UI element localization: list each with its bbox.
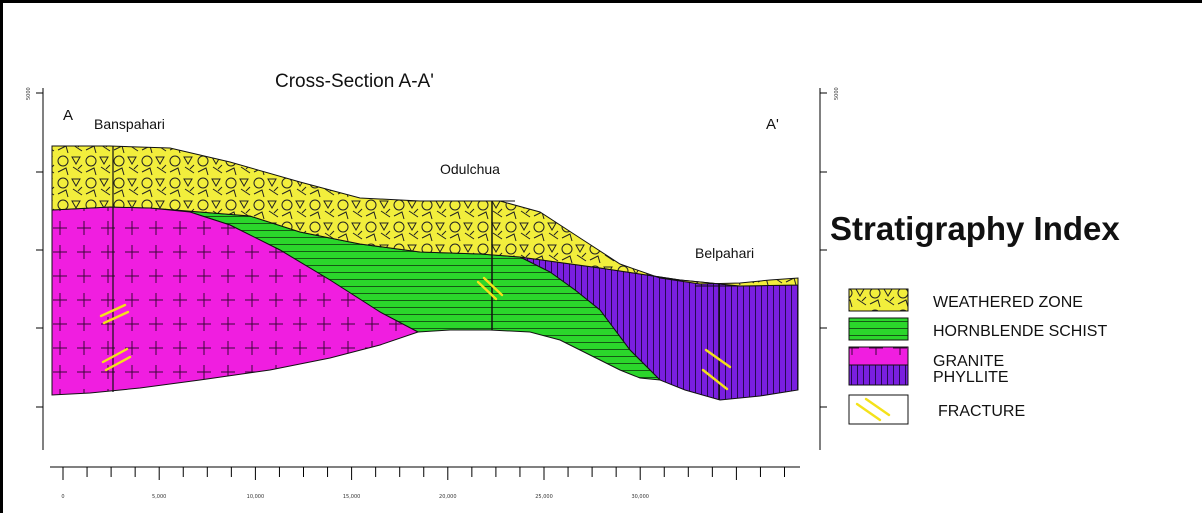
left-axis-value: 5000 xyxy=(26,87,32,100)
boreholes xyxy=(112,146,745,400)
legend-label-fracture: FRACTURE xyxy=(938,403,1025,420)
distance-axis-label: 30,000 xyxy=(631,494,649,500)
distance-axis-label: 5,000 xyxy=(152,494,166,500)
distance-axis-label: 0 xyxy=(61,494,64,500)
legend-label-granite: GRANITE xyxy=(933,353,1004,370)
legend-swatch-hornblende-schist xyxy=(848,317,909,341)
section-title: Cross-Section A-A' xyxy=(275,71,434,92)
strata-layers xyxy=(51,145,799,401)
fracture-icon xyxy=(855,397,891,422)
legend-swatch-weathered-zone xyxy=(848,288,909,312)
place-label-belpahari: Belpahari xyxy=(695,245,754,261)
distance-axis-label: 25,000 xyxy=(535,494,553,500)
distance-axis-label: 15,000 xyxy=(343,494,361,500)
right-vertical-axis: 5000 xyxy=(819,87,840,450)
place-label-odulchua: Odulchua xyxy=(440,161,500,177)
layer-weathered-zone xyxy=(51,145,799,287)
place-label-banspahari: Banspahari xyxy=(94,116,165,132)
legend-swatch-phyllite xyxy=(848,364,909,386)
left-vertical-axis: 5000 xyxy=(26,87,44,450)
legend-label-hornblende-schist: HORNBLENDE SCHIST xyxy=(933,323,1107,340)
fracture-mark xyxy=(701,348,732,391)
distance-axis-label: 10,000 xyxy=(247,494,265,500)
layer-granite xyxy=(51,206,420,396)
distance-axis: 0 5,000 10,000 15,000 20,000 25,000 30,000 xyxy=(50,466,800,500)
fracture-mark xyxy=(101,347,132,372)
legend-title: Stratigraphy Index xyxy=(830,210,1120,247)
fracture-mark xyxy=(476,276,504,301)
distance-axis-label: 20,000 xyxy=(439,494,457,500)
legend-label-phyllite: PHYLLITE xyxy=(933,369,1009,386)
right-axis-value: 5000 xyxy=(834,87,840,100)
legend-label-weathered-zone: WEATHERED ZONE xyxy=(933,294,1083,311)
fracture-mark xyxy=(99,303,130,325)
section-end-right: A' xyxy=(766,116,779,133)
section-end-left: A xyxy=(63,107,73,124)
fracture-marks xyxy=(99,276,732,391)
stratigraphy-legend: Stratigraphy Index WEATHERED ZONE HORNBL… xyxy=(830,210,1120,425)
